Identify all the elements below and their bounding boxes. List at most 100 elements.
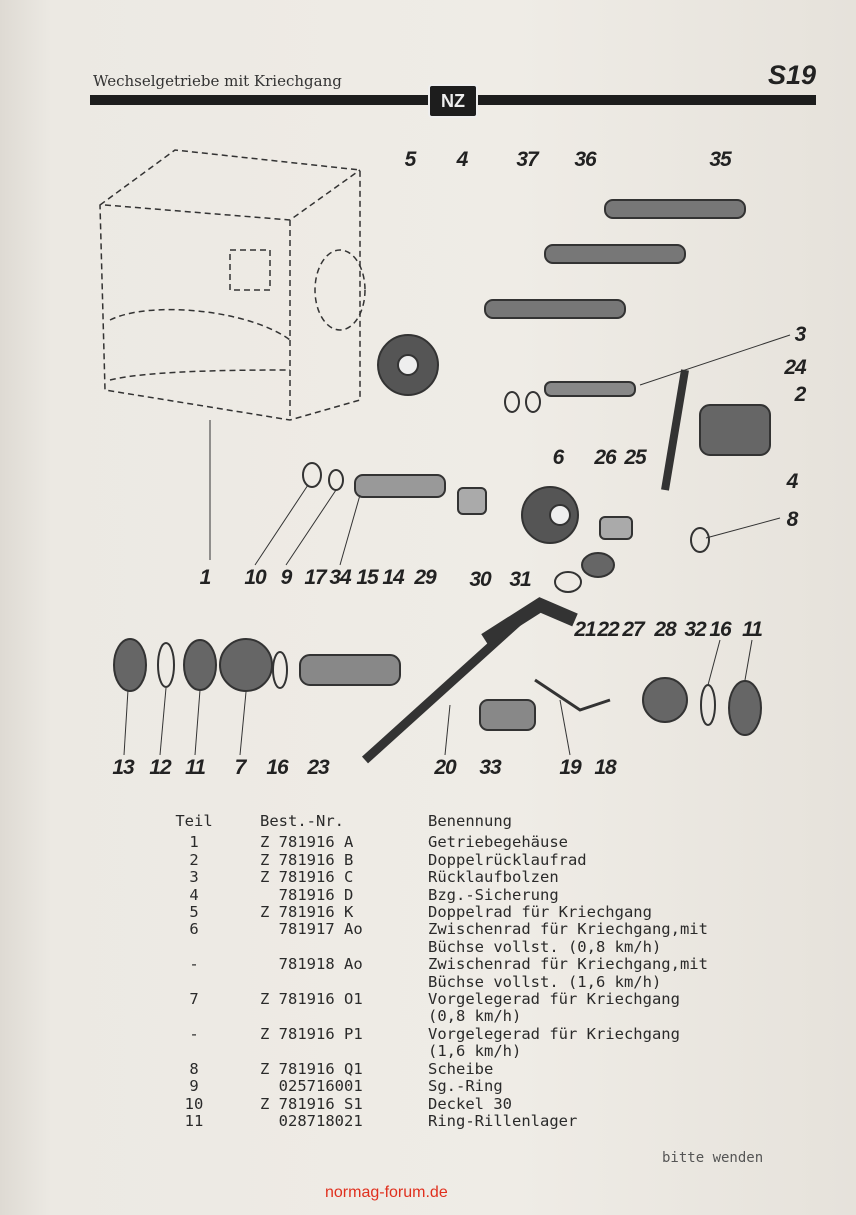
- callout-label: 36: [574, 148, 596, 171]
- callout-label: 4: [786, 470, 799, 493]
- part-name: Zwischenrad für Kriechgang,mit Büchse vo…: [428, 920, 708, 956]
- part-name: Scheibe: [428, 1059, 494, 1078]
- callout-label: 8: [786, 508, 799, 531]
- gear-2: [699, 404, 771, 456]
- callout-label: 19: [559, 756, 581, 779]
- part-number: 11: [184, 1111, 204, 1130]
- callout-label: 32: [684, 618, 706, 641]
- callout-label: 16: [709, 618, 731, 641]
- callout-label: 37: [516, 148, 538, 171]
- table-row: 10 Z 781916 S1 Deckel 30: [168, 1094, 708, 1113]
- callout-label: 31: [509, 568, 531, 591]
- shift-shaft-20: [361, 616, 524, 764]
- part-name: Bzg.-Sicherung: [428, 885, 559, 904]
- part-number: -: [189, 1024, 199, 1043]
- callout-label: 1: [199, 566, 212, 589]
- part-number: -: [189, 955, 199, 974]
- lower-bearing-group: [113, 638, 401, 692]
- table-row: 11 028718021 Ring-Rillenlager: [168, 1111, 708, 1130]
- callout-label: 16: [266, 756, 288, 779]
- order-number: Z 781916 P1: [260, 1024, 363, 1043]
- callout-label: 34: [329, 566, 351, 589]
- table-row: 8 Z 781916 Q1 Scheibe: [168, 1059, 708, 1078]
- order-number: Z 781916 O1: [260, 990, 363, 1009]
- callout-label: 20: [434, 756, 456, 779]
- right-bearing-group: [642, 677, 762, 736]
- part-name: Zwischenrad für Kriechgang,mit Büchse vo…: [428, 955, 708, 991]
- table-row: 7 Z 781916 O1 Vorgelegerad für Kriechgang …: [168, 990, 708, 1026]
- order-number: 028718021: [260, 1111, 363, 1130]
- part-number: 8: [189, 1059, 199, 1078]
- table-row: 5 Z 781916 K Doppelrad für Kriechgang: [168, 903, 708, 922]
- order-number: Z 781916 S1: [260, 1094, 363, 1113]
- table-row: 3 Z 781916 C Rücklaufbolzen: [168, 868, 708, 887]
- callout-label: 22: [597, 618, 619, 641]
- part-name: Vorgelegerad für Kriechgang (1,6 km/h): [428, 1024, 680, 1061]
- part-name: Doppelrad für Kriechgang: [428, 903, 652, 922]
- table-row: 6 781917 Ao Zwischenrad für Kriechgang,mi…: [168, 921, 708, 956]
- gear-5: [377, 334, 439, 396]
- order-number: Z 781916 Q1: [260, 1059, 363, 1078]
- order-number: 781917 Ao: [260, 920, 363, 939]
- part-number: 1: [189, 833, 199, 852]
- callout-label: 6: [552, 446, 565, 469]
- callout-label: 14: [382, 566, 404, 589]
- page-number: S19: [768, 60, 817, 90]
- callout-label: 27: [622, 618, 644, 641]
- page-title: Wechselgetriebe mit Kriechgang: [93, 72, 342, 90]
- part-name: Doppelrücklaufrad: [428, 850, 587, 869]
- lever-24: [661, 369, 689, 491]
- part-number: 4: [189, 885, 199, 904]
- table-row: 2 Z 781916 B Doppelrücklaufrad: [168, 850, 708, 869]
- part-number: 3: [189, 868, 199, 887]
- part-name: Vorgelegerad für Kriechgang (0,8 km/h): [428, 990, 680, 1026]
- callout-label: 3: [794, 323, 807, 346]
- part-name: Getriebegehäuse: [428, 833, 568, 852]
- callout-label: 24: [784, 356, 806, 379]
- callout-label: 2: [794, 383, 807, 406]
- shift-rods: [484, 199, 746, 319]
- callout-label: 29: [414, 566, 436, 589]
- order-number: Z 781916 C: [260, 868, 354, 887]
- callout-label: 7: [234, 756, 247, 779]
- callout-label: 12: [149, 756, 171, 779]
- order-number: Z 781916 A: [260, 833, 354, 852]
- callout-label: 26: [594, 446, 616, 469]
- part-number: 9: [189, 1077, 199, 1096]
- header-best-nr: Best.-Nr.: [260, 812, 344, 830]
- part-number: 2: [189, 850, 199, 869]
- callout-label: 5: [404, 148, 417, 171]
- header-teil: Teil: [175, 812, 213, 830]
- callout-label: 13: [112, 756, 134, 779]
- callout-label: 15: [356, 566, 378, 589]
- callout-label: 10: [244, 566, 266, 589]
- callout-label: 18: [594, 756, 616, 779]
- part-name: Rücklaufbolzen: [428, 868, 559, 887]
- callout-label: 21: [574, 618, 596, 641]
- parts-table: Teil Best.-Nr. Benennung 1 Z 781916 A Getr…: [168, 812, 708, 1130]
- part-name: Deckel 30: [428, 1094, 512, 1113]
- part-33: [479, 699, 536, 731]
- part-number: 10: [184, 1094, 204, 1113]
- part-number: 7: [189, 990, 199, 1009]
- nz-logo: NZ: [428, 84, 478, 118]
- gearbox-housing: [99, 149, 366, 421]
- callout-label: 9: [280, 566, 293, 589]
- part-number: 5: [189, 903, 199, 922]
- callout-label: 23: [307, 756, 329, 779]
- order-number: 025716001: [260, 1077, 363, 1096]
- callout-label: 11: [742, 618, 763, 641]
- table-row: - Z 781916 P1 Vorgelegerad für Kriechgang …: [168, 1024, 708, 1061]
- callout-label: 33: [479, 756, 501, 779]
- header-benennung: Benennung: [428, 812, 512, 830]
- part-name: Ring-Rillenlager: [428, 1111, 578, 1130]
- callout-label: 28: [654, 618, 676, 641]
- order-number: Z 781916 K: [260, 903, 354, 922]
- order-number: Z 781916 B: [260, 850, 354, 869]
- shaft-34: [354, 474, 446, 498]
- turn-page-note: bitte wenden: [662, 1150, 764, 1166]
- part-number: 6: [189, 920, 199, 939]
